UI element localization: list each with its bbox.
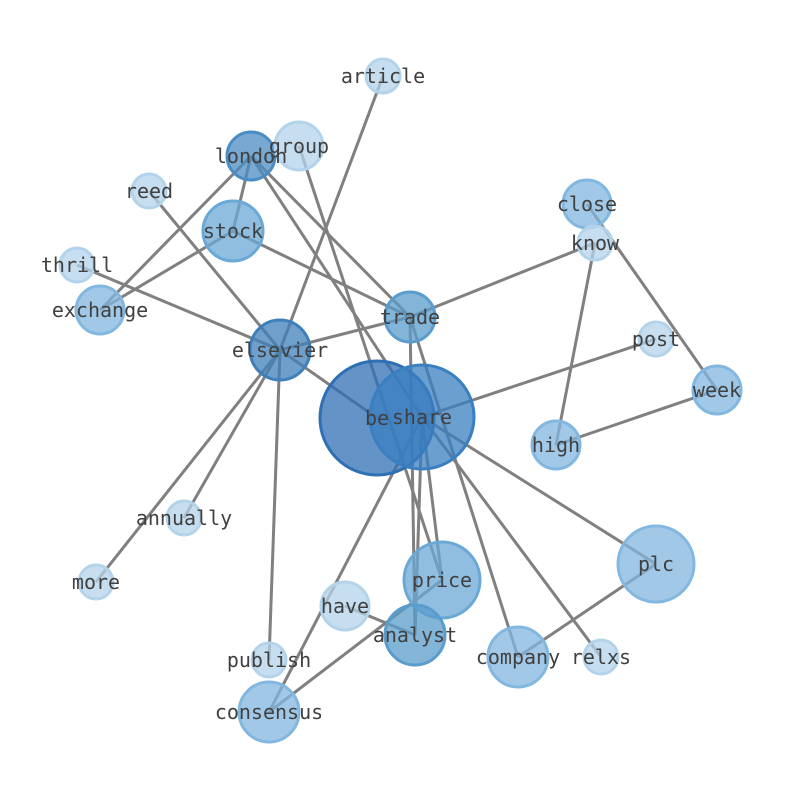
- node-trade: [383, 290, 437, 344]
- node-label-price: price: [412, 568, 472, 592]
- node-stock: [201, 199, 265, 263]
- node-have: [319, 580, 371, 632]
- node-label-elsevier: elsevier: [232, 338, 328, 362]
- node-share: [368, 363, 476, 471]
- node-label-relxs: relxs: [571, 645, 631, 669]
- node-publish: [250, 641, 288, 679]
- node-label-week: week: [693, 378, 741, 402]
- node-analyst: [383, 603, 447, 667]
- node-price: [402, 540, 482, 620]
- node-exchange: [74, 284, 126, 336]
- node-label-share: share: [392, 405, 452, 429]
- edge-elsevier-thrill: [76, 263, 281, 352]
- node-label-analyst: analyst: [373, 623, 457, 647]
- node-label-be: be: [365, 406, 389, 430]
- node-consensus: [237, 680, 301, 744]
- node-label-article: article: [341, 64, 425, 88]
- node-label-london: london: [215, 144, 287, 168]
- node-post: [637, 320, 675, 358]
- node-label-thrill: thrill: [41, 253, 113, 277]
- node-label-reed: reed: [125, 179, 173, 203]
- edge-elsevier-article: [278, 75, 385, 351]
- node-thrill: [58, 246, 96, 284]
- edge-elsevier-more: [94, 349, 282, 583]
- node-label-high: high: [532, 433, 580, 457]
- node-label-exchange: exchange: [52, 298, 148, 322]
- node-label-know: know: [571, 231, 620, 255]
- node-label-group: group: [269, 134, 329, 158]
- node-london: [225, 130, 277, 182]
- edge-london-trade: [249, 154, 412, 319]
- node-label-publish: publish: [227, 648, 311, 672]
- edge-elsevier-annually: [182, 349, 282, 519]
- node-high: [530, 419, 582, 471]
- node-label-company: company: [476, 645, 560, 669]
- node-label-plc: plc: [638, 552, 674, 576]
- node-relxs: [582, 638, 620, 676]
- node-annually: [165, 499, 203, 537]
- node-label-close: close: [557, 192, 617, 216]
- edge-know-high: [554, 242, 597, 446]
- edge-elsevier-publish: [267, 349, 282, 661]
- node-elsevier: [248, 318, 312, 382]
- edge-trade-know: [409, 241, 596, 319]
- node-article: [364, 57, 402, 95]
- edge-elsevier-reed: [147, 190, 282, 351]
- node-label-trade: trade: [380, 305, 440, 329]
- node-reed: [130, 172, 168, 210]
- node-label-have: have: [321, 594, 369, 618]
- node-label-more: more: [72, 570, 120, 594]
- node-label-annually: annually: [136, 506, 232, 530]
- node-know: [576, 224, 614, 262]
- node-company: [486, 625, 550, 689]
- edge-stock-trade: [232, 229, 411, 319]
- node-week: [691, 364, 743, 416]
- node-plc: [616, 524, 696, 604]
- node-label-stock: stock: [203, 219, 263, 243]
- edge-london-exchange: [98, 154, 253, 312]
- node-label-consensus: consensus: [215, 700, 323, 724]
- edge-week-high: [555, 388, 718, 447]
- node-more: [77, 563, 115, 601]
- node-label-post: post: [632, 327, 680, 351]
- node-group: [273, 120, 325, 172]
- nodes-layer: [58, 57, 743, 744]
